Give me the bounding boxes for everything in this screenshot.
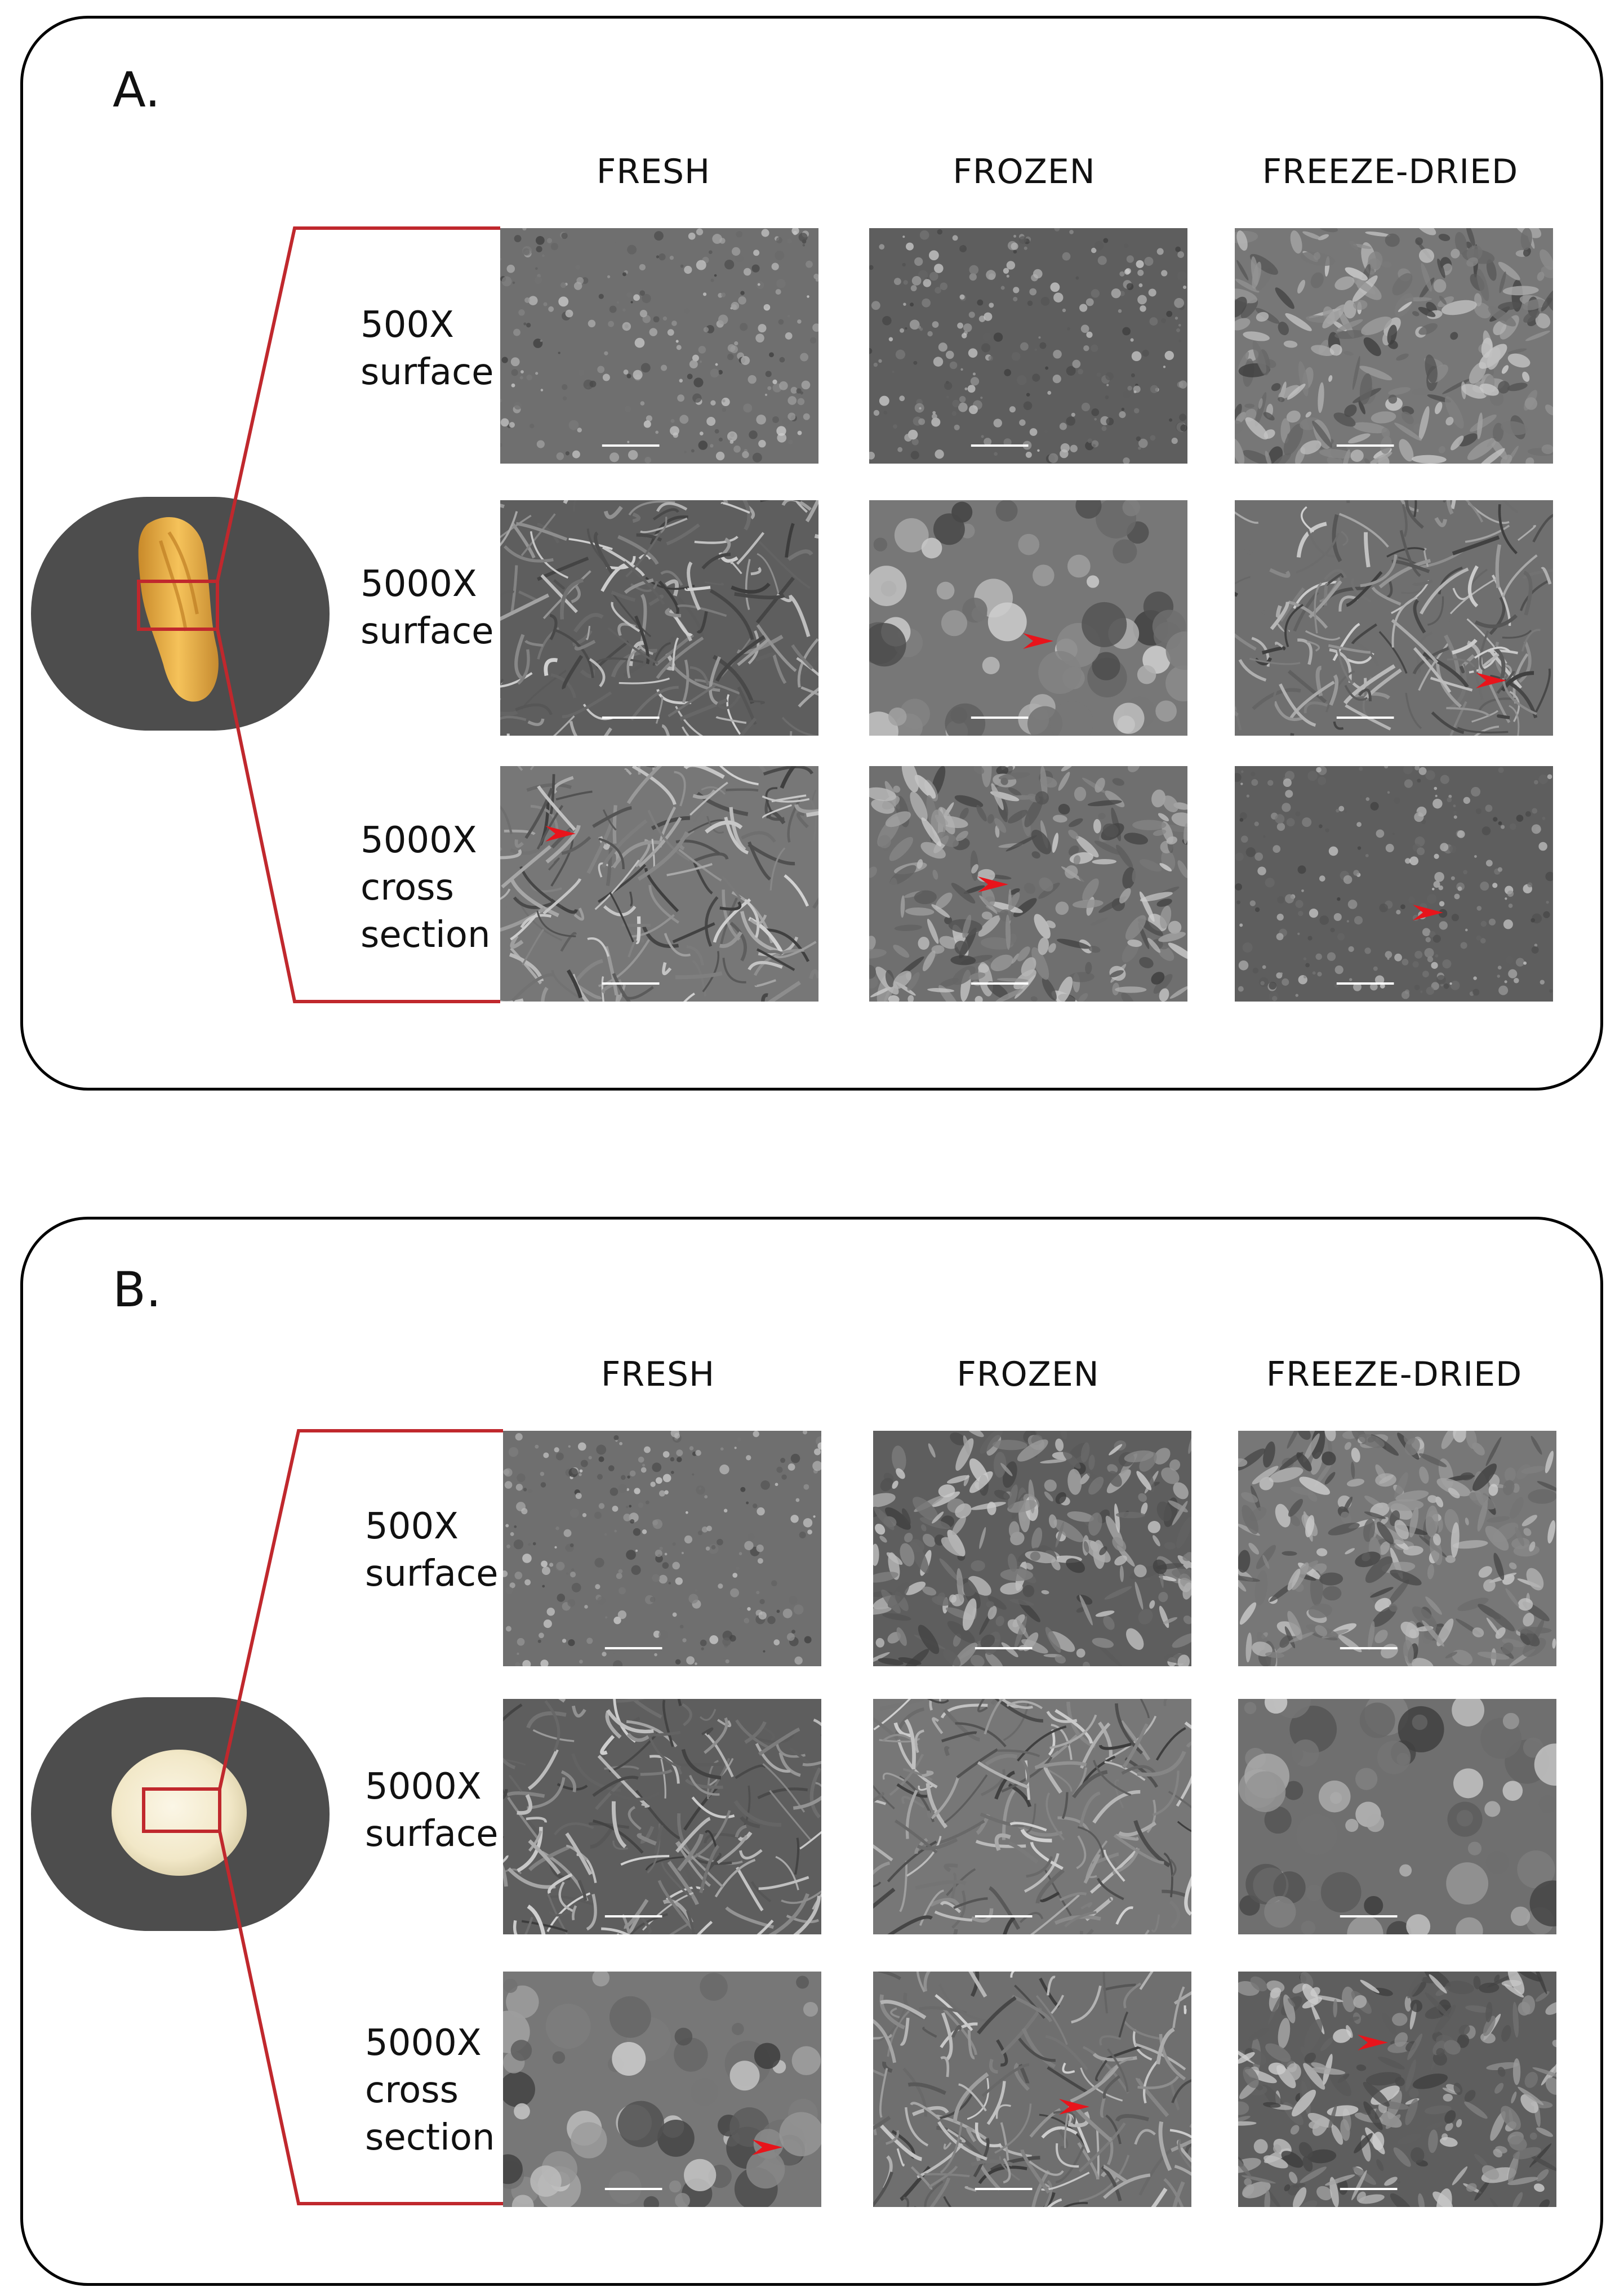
micrograph-b-frozen-5000x-surface — [873, 1699, 1191, 1934]
micrograph-b-frozen-5000x-cross-section — [873, 1972, 1191, 2207]
column-header-freeze-dried-a: FREEZE-DRIED — [1262, 152, 1519, 192]
micrograph-a-frozen-500x-surface — [869, 228, 1187, 464]
panel-label-a: A. — [113, 62, 161, 118]
micrograph-a-freeze-dried-5000x-surface — [1235, 500, 1553, 736]
column-header-fresh-a: FRESH — [596, 152, 711, 192]
column-header-fresh-b: FRESH — [600, 1355, 715, 1394]
micrograph-b-freeze-dried-500x-surface — [1238, 1431, 1556, 1666]
micrograph-b-fresh-5000x-cross-section — [503, 1972, 821, 2207]
column-header-frozen-b: FROZEN — [956, 1355, 1100, 1394]
micrograph-a-freeze-dried-5000x-cross-section — [1235, 766, 1553, 1002]
micrograph-b-frozen-500x-surface — [873, 1431, 1191, 1666]
micrograph-a-freeze-dried-500x-surface — [1235, 228, 1553, 464]
micrograph-b-freeze-dried-5000x-surface — [1238, 1699, 1556, 1934]
micrograph-a-fresh-5000x-surface — [500, 500, 818, 736]
micrograph-a-frozen-5000x-surface — [869, 500, 1187, 736]
column-header-frozen-a: FROZEN — [953, 152, 1096, 192]
micrograph-b-fresh-500x-surface — [503, 1431, 821, 1666]
micrograph-b-freeze-dried-5000x-cross-section — [1238, 1972, 1556, 2207]
micrograph-a-frozen-5000x-cross-section — [869, 766, 1187, 1002]
micrograph-b-fresh-5000x-surface — [503, 1699, 821, 1934]
panel-label-b: B. — [113, 1262, 162, 1318]
column-header-freeze-dried-b: FREEZE-DRIED — [1266, 1355, 1523, 1394]
micrograph-a-fresh-500x-surface — [500, 228, 818, 464]
micrograph-a-fresh-5000x-cross-section — [500, 766, 818, 1002]
